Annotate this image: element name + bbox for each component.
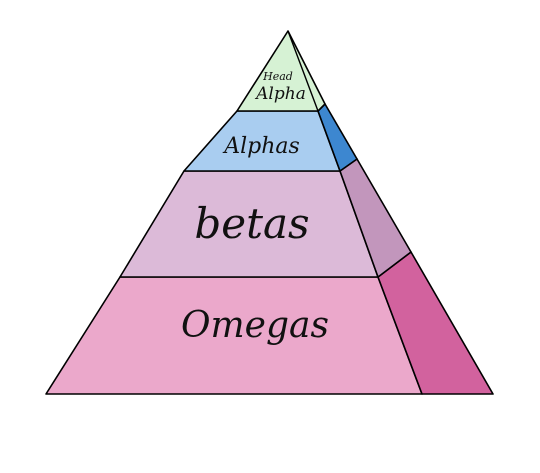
alphas-label: Alphas	[222, 134, 300, 159]
betas-label: betas	[194, 199, 309, 248]
tier-head-alpha: Head Alpha	[236, 30, 326, 112]
head-alpha-label-line2: Alpha	[254, 84, 306, 104]
tier-betas: betas	[119, 158, 412, 278]
omegas-label: Omegas	[181, 305, 329, 346]
tier-alphas: Alphas	[183, 103, 358, 172]
head-alpha-face	[236, 30, 326, 112]
apex-edge-line	[287, 30, 319, 112]
head-alpha-label-line1: Head	[262, 70, 293, 83]
tier-omegas: Omegas	[45, 251, 494, 395]
